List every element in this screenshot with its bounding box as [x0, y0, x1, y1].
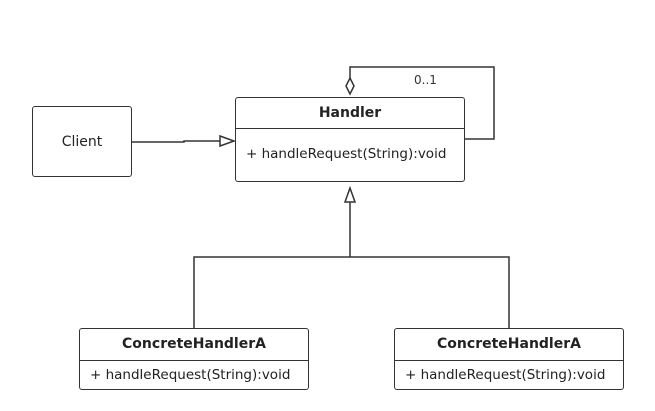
aggregation-diamond — [345, 76, 355, 96]
concrete-handler-a-operation-right: + handleRequest(String):void — [405, 367, 606, 383]
concrete-handler-a-name-right: ConcreteHandlerA — [395, 329, 623, 361]
generalization-arrowhead — [343, 185, 357, 203]
concrete-handler-a-class-left[interactable]: ConcreteHandlerA + handleRequest(String)… — [79, 328, 309, 390]
concrete-handler-a-operation-left: + handleRequest(String):void — [90, 367, 291, 383]
client-handler-connector — [132, 140, 220, 143]
handler-class[interactable]: Handler + handleRequest(String):void — [235, 97, 465, 182]
client-label: Client — [61, 133, 103, 150]
handler-class-name: Handler — [236, 98, 464, 129]
handler-operation: + handleRequest(String):void — [246, 146, 447, 162]
concrete-handler-a-class-right[interactable]: ConcreteHandlerA + handleRequest(String)… — [394, 328, 624, 390]
generalization-branch — [193, 256, 510, 329]
self-association-line — [349, 66, 495, 140]
self-association-multiplicity: 0..1 — [414, 73, 437, 87]
client-box[interactable]: Client — [32, 106, 132, 177]
concrete-handler-a-name-left: ConcreteHandlerA — [80, 329, 308, 361]
client-handler-arrowhead — [219, 134, 237, 148]
